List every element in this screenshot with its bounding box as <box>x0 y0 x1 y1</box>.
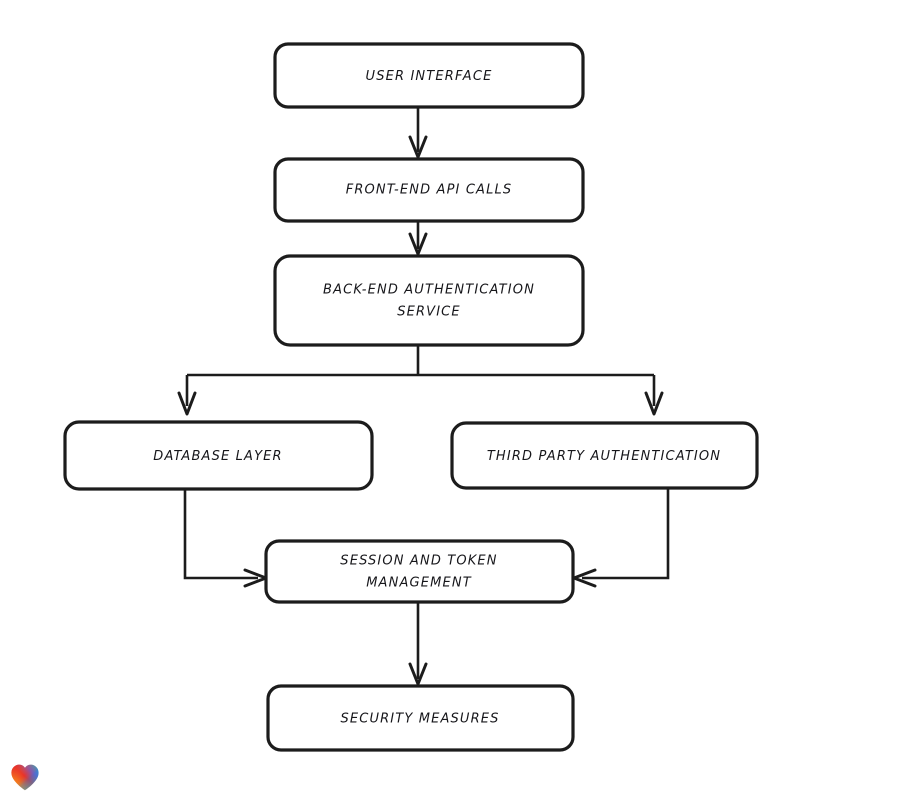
node-database-layer-shape[interactable] <box>63 420 374 491</box>
node-third-party-auth-label: THIRD PARTY AUTHENTICATION <box>487 449 721 464</box>
node-security-measures-label: SECURITY MEASURES <box>340 712 499 727</box>
node-database-layer-label: DATABASE LAYER <box>153 449 282 464</box>
edge-thirdparty-to-session <box>572 488 670 588</box>
edge-api-to-auth <box>408 221 428 256</box>
edge-auth-to-thirdparty <box>644 375 664 416</box>
node-security-measures[interactable]: SECURITY MEASURES <box>266 684 575 752</box>
edge-auth-to-db <box>177 375 197 416</box>
node-front-end-api-calls[interactable]: FRONT-END API CALLS <box>273 157 585 223</box>
node-security-measures-shape[interactable] <box>266 684 575 752</box>
node-third-party-auth-shape[interactable] <box>450 421 759 490</box>
edge-ui-to-api <box>408 107 428 159</box>
edge-auth-to-branch-bar <box>187 345 654 377</box>
node-session-token-mgmt-shape[interactable] <box>264 539 575 604</box>
node-front-end-api-calls-shape[interactable] <box>273 157 585 223</box>
node-back-end-auth-service-label-line2: SERVICE <box>397 305 461 320</box>
node-session-token-mgmt-label-line1: SESSION AND TOKEN <box>340 554 497 569</box>
node-third-party-auth[interactable]: THIRD PARTY AUTHENTICATION <box>450 421 759 490</box>
node-back-end-auth-service-shape[interactable] <box>273 254 585 347</box>
node-user-interface[interactable]: USER INTERFACE <box>273 42 585 109</box>
node-front-end-api-calls-label: FRONT-END API CALLS <box>346 183 513 198</box>
node-database-layer[interactable]: DATABASE LAYER <box>63 420 374 491</box>
node-session-token-mgmt[interactable]: SESSION AND TOKEN MANAGEMENT <box>264 539 575 604</box>
node-user-interface-shape[interactable] <box>273 42 585 109</box>
edge-db-to-session <box>183 489 268 588</box>
node-back-end-auth-service-label-line1: BACK-END AUTHENTICATION <box>323 283 535 298</box>
node-user-interface-label: USER INTERFACE <box>366 69 493 84</box>
gradient-heart-svg <box>11 764 39 791</box>
gradient-heart-icon <box>9 761 41 793</box>
edge-session-to-security <box>408 602 428 686</box>
node-back-end-auth-service[interactable]: BACK-END AUTHENTICATION SERVICE <box>273 254 585 347</box>
node-session-token-mgmt-label-line2: MANAGEMENT <box>366 576 472 591</box>
